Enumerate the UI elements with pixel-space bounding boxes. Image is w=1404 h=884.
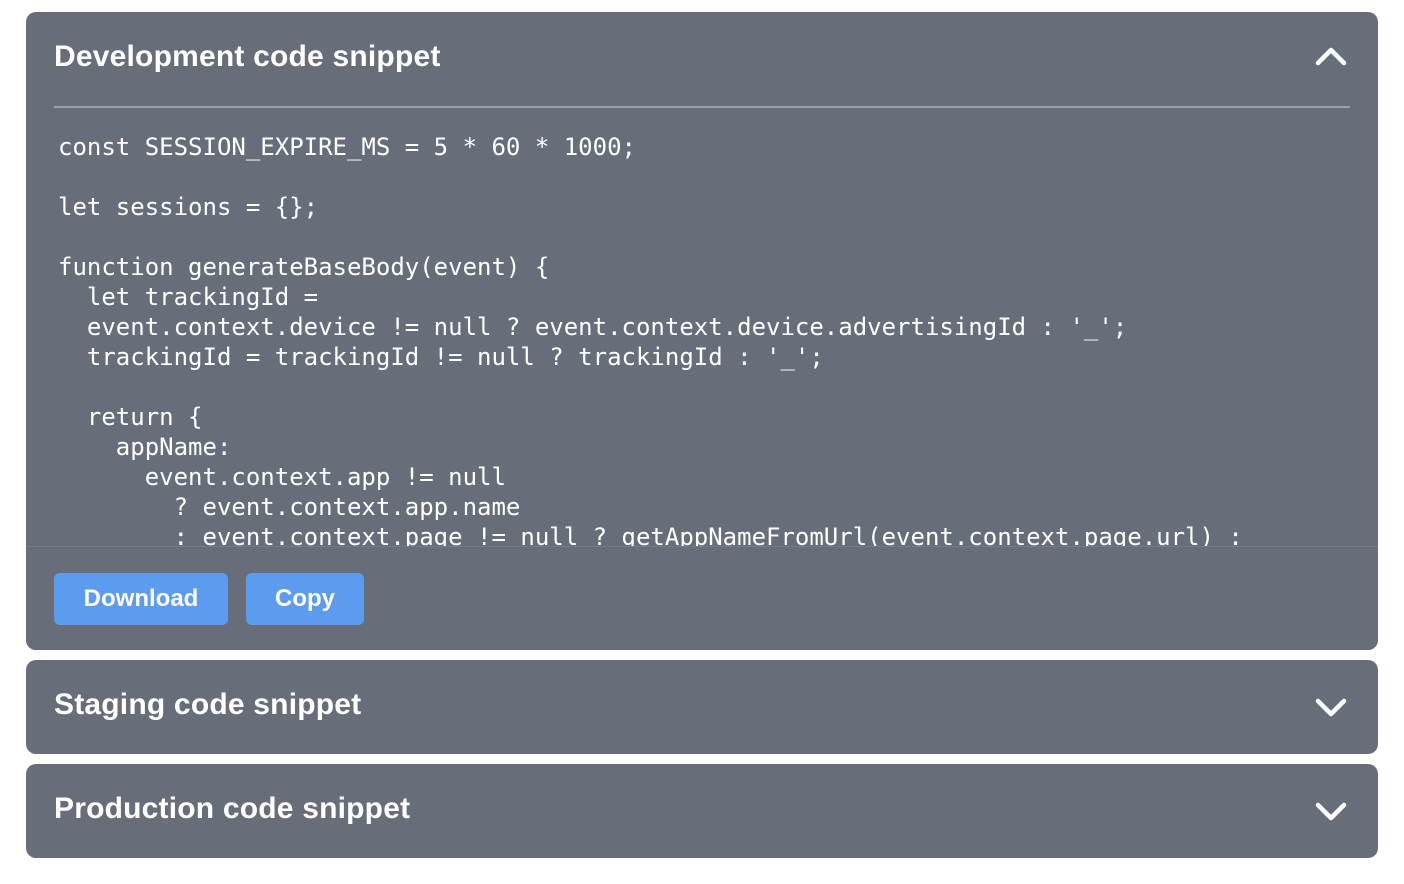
code-snippet: const SESSION_EXPIRE_MS = 5 * 60 * 1000;… (58, 133, 1243, 546)
panel-divider (54, 106, 1350, 108)
download-button[interactable]: Download (54, 573, 228, 625)
snippet-actions-bar: Download Copy (26, 546, 1378, 650)
copy-button[interactable]: Copy (246, 573, 364, 625)
production-panel-title[interactable]: Production code snippet (54, 792, 411, 825)
staging-panel-title[interactable]: Staging code snippet (54, 688, 362, 721)
chevron-down-icon[interactable] (1314, 799, 1348, 823)
development-panel-title[interactable]: Development code snippet (54, 40, 441, 73)
development-snippet-panel: Development code snippet const SESSION_E… (26, 12, 1378, 650)
chevron-up-icon[interactable] (1314, 44, 1348, 68)
code-scroll-area[interactable]: const SESSION_EXPIRE_MS = 5 * 60 * 1000;… (58, 132, 1350, 546)
staging-snippet-panel[interactable]: Staging code snippet (26, 660, 1378, 754)
production-snippet-panel[interactable]: Production code snippet (26, 764, 1378, 858)
chevron-down-icon[interactable] (1314, 695, 1348, 719)
